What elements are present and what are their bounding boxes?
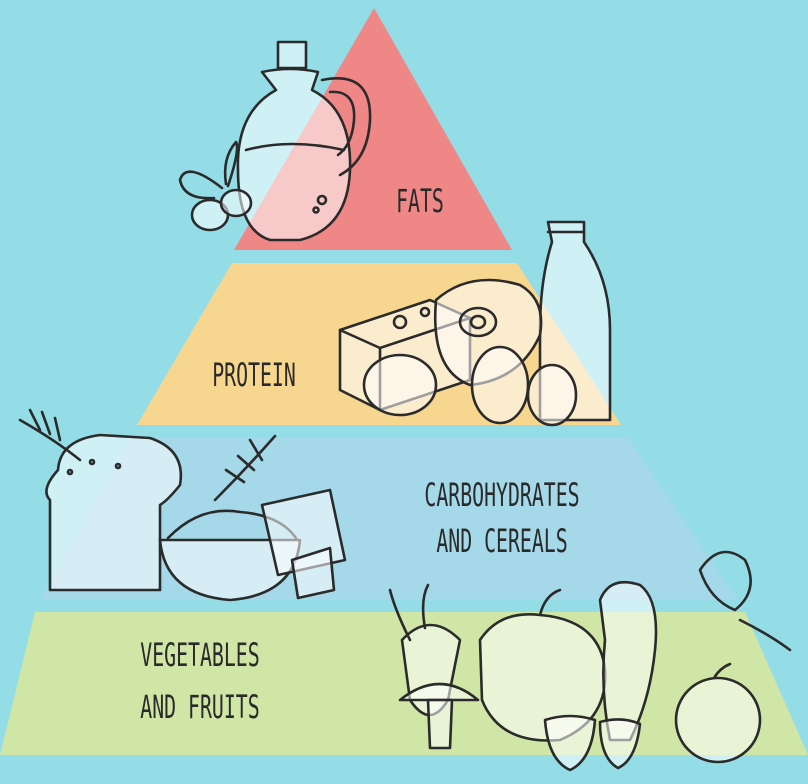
tier-label-carbohydrates: CARBOHYDRATES (424, 477, 579, 514)
tier-label-carbohydrates: AND CEREALS (436, 523, 567, 560)
tier-label-vegetables: VEGETABLES (140, 637, 259, 674)
bread-icon (46, 435, 180, 590)
tier-label-vegetables: AND FRUITS (140, 689, 259, 726)
tier-label-protein: PROTEIN (212, 357, 296, 394)
tier-label-fats: FATS (396, 183, 444, 220)
